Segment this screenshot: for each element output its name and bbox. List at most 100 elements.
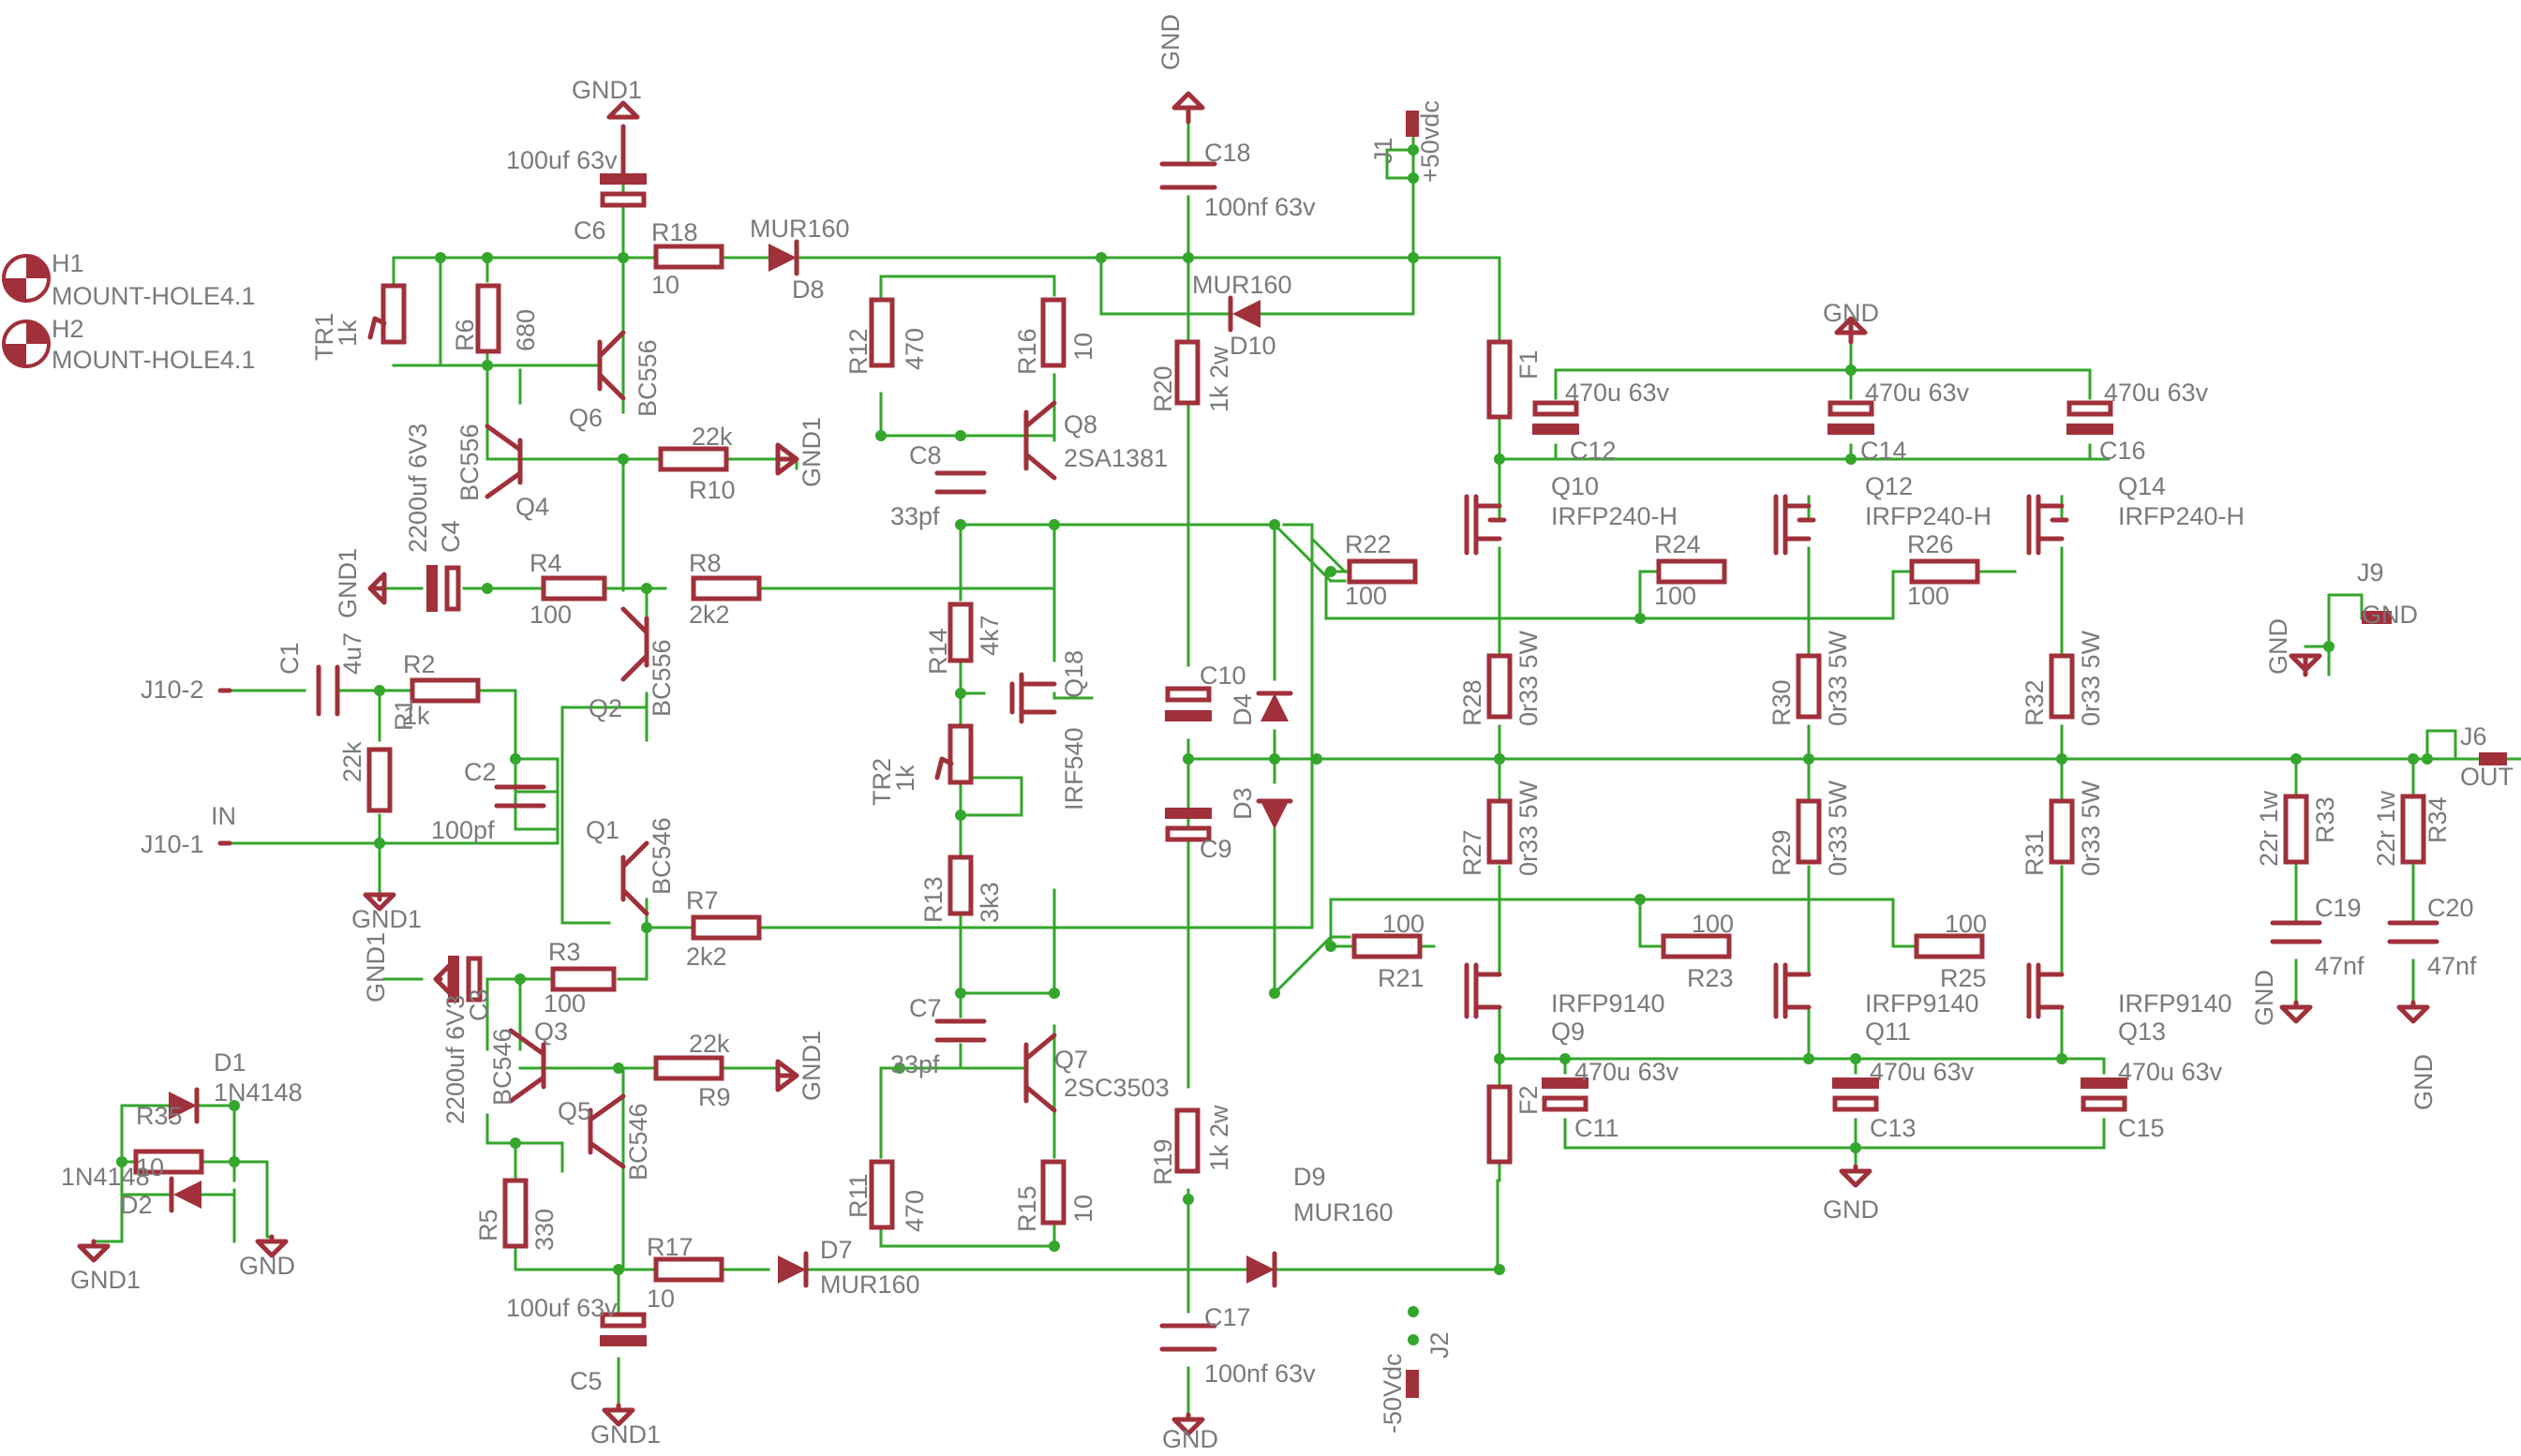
label-q6: Q6	[569, 404, 603, 432]
label-out: OUT	[2460, 763, 2514, 791]
label-c6: C6	[574, 216, 606, 245]
label-q3: Q3	[534, 1018, 568, 1046]
label-q12: Q12	[1865, 472, 1913, 500]
label-r11v: 470	[901, 1190, 929, 1232]
label-gnd-c20: GND	[2409, 1054, 2438, 1110]
label-r24: R24	[1654, 530, 1701, 558]
label-r35: R35	[136, 1102, 183, 1130]
label-c16: C16	[2099, 437, 2146, 465]
label-f2: F2	[1514, 1085, 1543, 1115]
label-r30v: 0r33 5W	[1824, 630, 1852, 726]
label-d2: D2	[120, 1191, 153, 1219]
label-j9: J9	[2357, 558, 2384, 587]
label-r18: R18	[651, 218, 698, 246]
label-d9: D9	[1293, 1163, 1326, 1191]
label-q6v: BC556	[634, 339, 662, 417]
label-r31v: 0r33 5W	[2077, 780, 2105, 876]
label-c2: C2	[464, 758, 497, 786]
label-r5v: 330	[530, 1209, 559, 1251]
label-r6: R6	[451, 319, 479, 351]
label-r1v: 22k	[338, 741, 366, 782]
label-q14v: IRFP240-H	[2118, 502, 2245, 530]
label-c17: C17	[1204, 1303, 1251, 1331]
label-q1: Q1	[586, 816, 619, 844]
label-c13: C13	[1870, 1114, 1917, 1142]
label-c9: C9	[1200, 835, 1232, 863]
label-q4v: BC556	[455, 423, 484, 501]
label-r23v: 100	[1692, 910, 1734, 938]
label-r27: R27	[1458, 829, 1486, 876]
label-h1-value: MOUNT-HOLE4.1	[52, 282, 256, 310]
label-r32v: 0r33 5W	[2077, 630, 2105, 726]
diodes	[169, 239, 1293, 1288]
label-q5v: BC546	[624, 1103, 652, 1181]
label-q1v: BC546	[648, 817, 676, 895]
label-r35v: 10	[136, 1153, 164, 1181]
label-gnd-c19: GND	[2250, 970, 2278, 1026]
label-r2: R2	[403, 650, 436, 678]
resistors	[133, 244, 2426, 1283]
label-r3: R3	[548, 938, 581, 966]
label-q8v: 2SA1381	[1064, 444, 1168, 472]
label-r3v: 100	[544, 989, 586, 1018]
label-r26v: 100	[1907, 582, 1949, 610]
label-d1: D1	[214, 1048, 246, 1077]
label-h2-value: MOUNT-HOLE4.1	[52, 346, 256, 374]
label-c8: C8	[909, 441, 942, 469]
label-r7: R7	[686, 886, 719, 914]
label-r28: R28	[1458, 679, 1486, 726]
label-r14: R14	[924, 628, 952, 675]
components	[2, 91, 2507, 1436]
label-q14: Q14	[2118, 472, 2166, 500]
trimmers	[367, 283, 974, 785]
label-tr1: TR1	[310, 313, 338, 361]
label-q5: Q5	[558, 1097, 591, 1125]
label-r19: R19	[1149, 1138, 1177, 1185]
label-r34v: 22r 1w	[2372, 790, 2400, 867]
label-r10: R10	[689, 476, 736, 504]
label-c11v: 470u 63v	[1574, 1058, 1679, 1086]
label-r1: R1	[390, 698, 418, 731]
label-c18v: 100nf 63v	[1204, 193, 1316, 221]
label-gnd1-d: GND1	[70, 1266, 141, 1294]
label-r34: R34	[2424, 796, 2452, 843]
label-q8: Q8	[1064, 410, 1097, 438]
label-c14: C14	[1860, 437, 1907, 465]
label-c1: C1	[276, 642, 304, 675]
label-gnd1-c3: GND1	[362, 932, 390, 1003]
label-d8: D8	[792, 275, 825, 304]
label-gnd-caps: GND	[1823, 299, 1879, 327]
label-r12v: 470	[901, 328, 929, 370]
label-q2v: BC556	[648, 639, 676, 717]
label-r7v: 2k2	[686, 943, 727, 971]
label-r12: R12	[844, 328, 873, 375]
label-j2: J2	[1425, 1331, 1454, 1359]
label-r32: R32	[2021, 679, 2049, 726]
label-r25: R25	[1940, 964, 1987, 992]
label-r20v: 1k 2w	[1205, 346, 1233, 412]
label-c2v: 100pf	[431, 816, 495, 844]
mount-hole-icon	[2, 254, 51, 368]
label-q10v: IRFP240-H	[1551, 502, 1678, 530]
label-r4v: 100	[530, 601, 572, 629]
label-q11v: IRFP9140	[1865, 989, 1979, 1018]
label-c19: C19	[2315, 894, 2362, 922]
label-r8v: 2k2	[689, 601, 730, 629]
label-d7: D7	[820, 1236, 853, 1264]
label-r17: R17	[647, 1233, 694, 1261]
label-gnd-top: GND	[1156, 14, 1185, 70]
label-q13v: IRFP9140	[2118, 989, 2232, 1018]
label-c1v: 4u7	[338, 632, 366, 675]
label-q12v: IRFP240-H	[1865, 502, 1991, 530]
label-r5: R5	[474, 1209, 502, 1241]
label-gnd1-c6: GND1	[572, 76, 642, 104]
label-d8v: MUR160	[750, 215, 850, 243]
label-c12: C12	[1570, 437, 1617, 465]
label-tr2v: 1k	[891, 765, 919, 792]
label-gnd1-r1: GND1	[351, 905, 422, 933]
label-c5v: 100uf 63v	[506, 1294, 618, 1322]
label-r23: R23	[1687, 964, 1734, 992]
label-r16v: 10	[1069, 333, 1097, 361]
label-in: IN	[211, 802, 236, 830]
label-q11: Q11	[1865, 1018, 1911, 1046]
